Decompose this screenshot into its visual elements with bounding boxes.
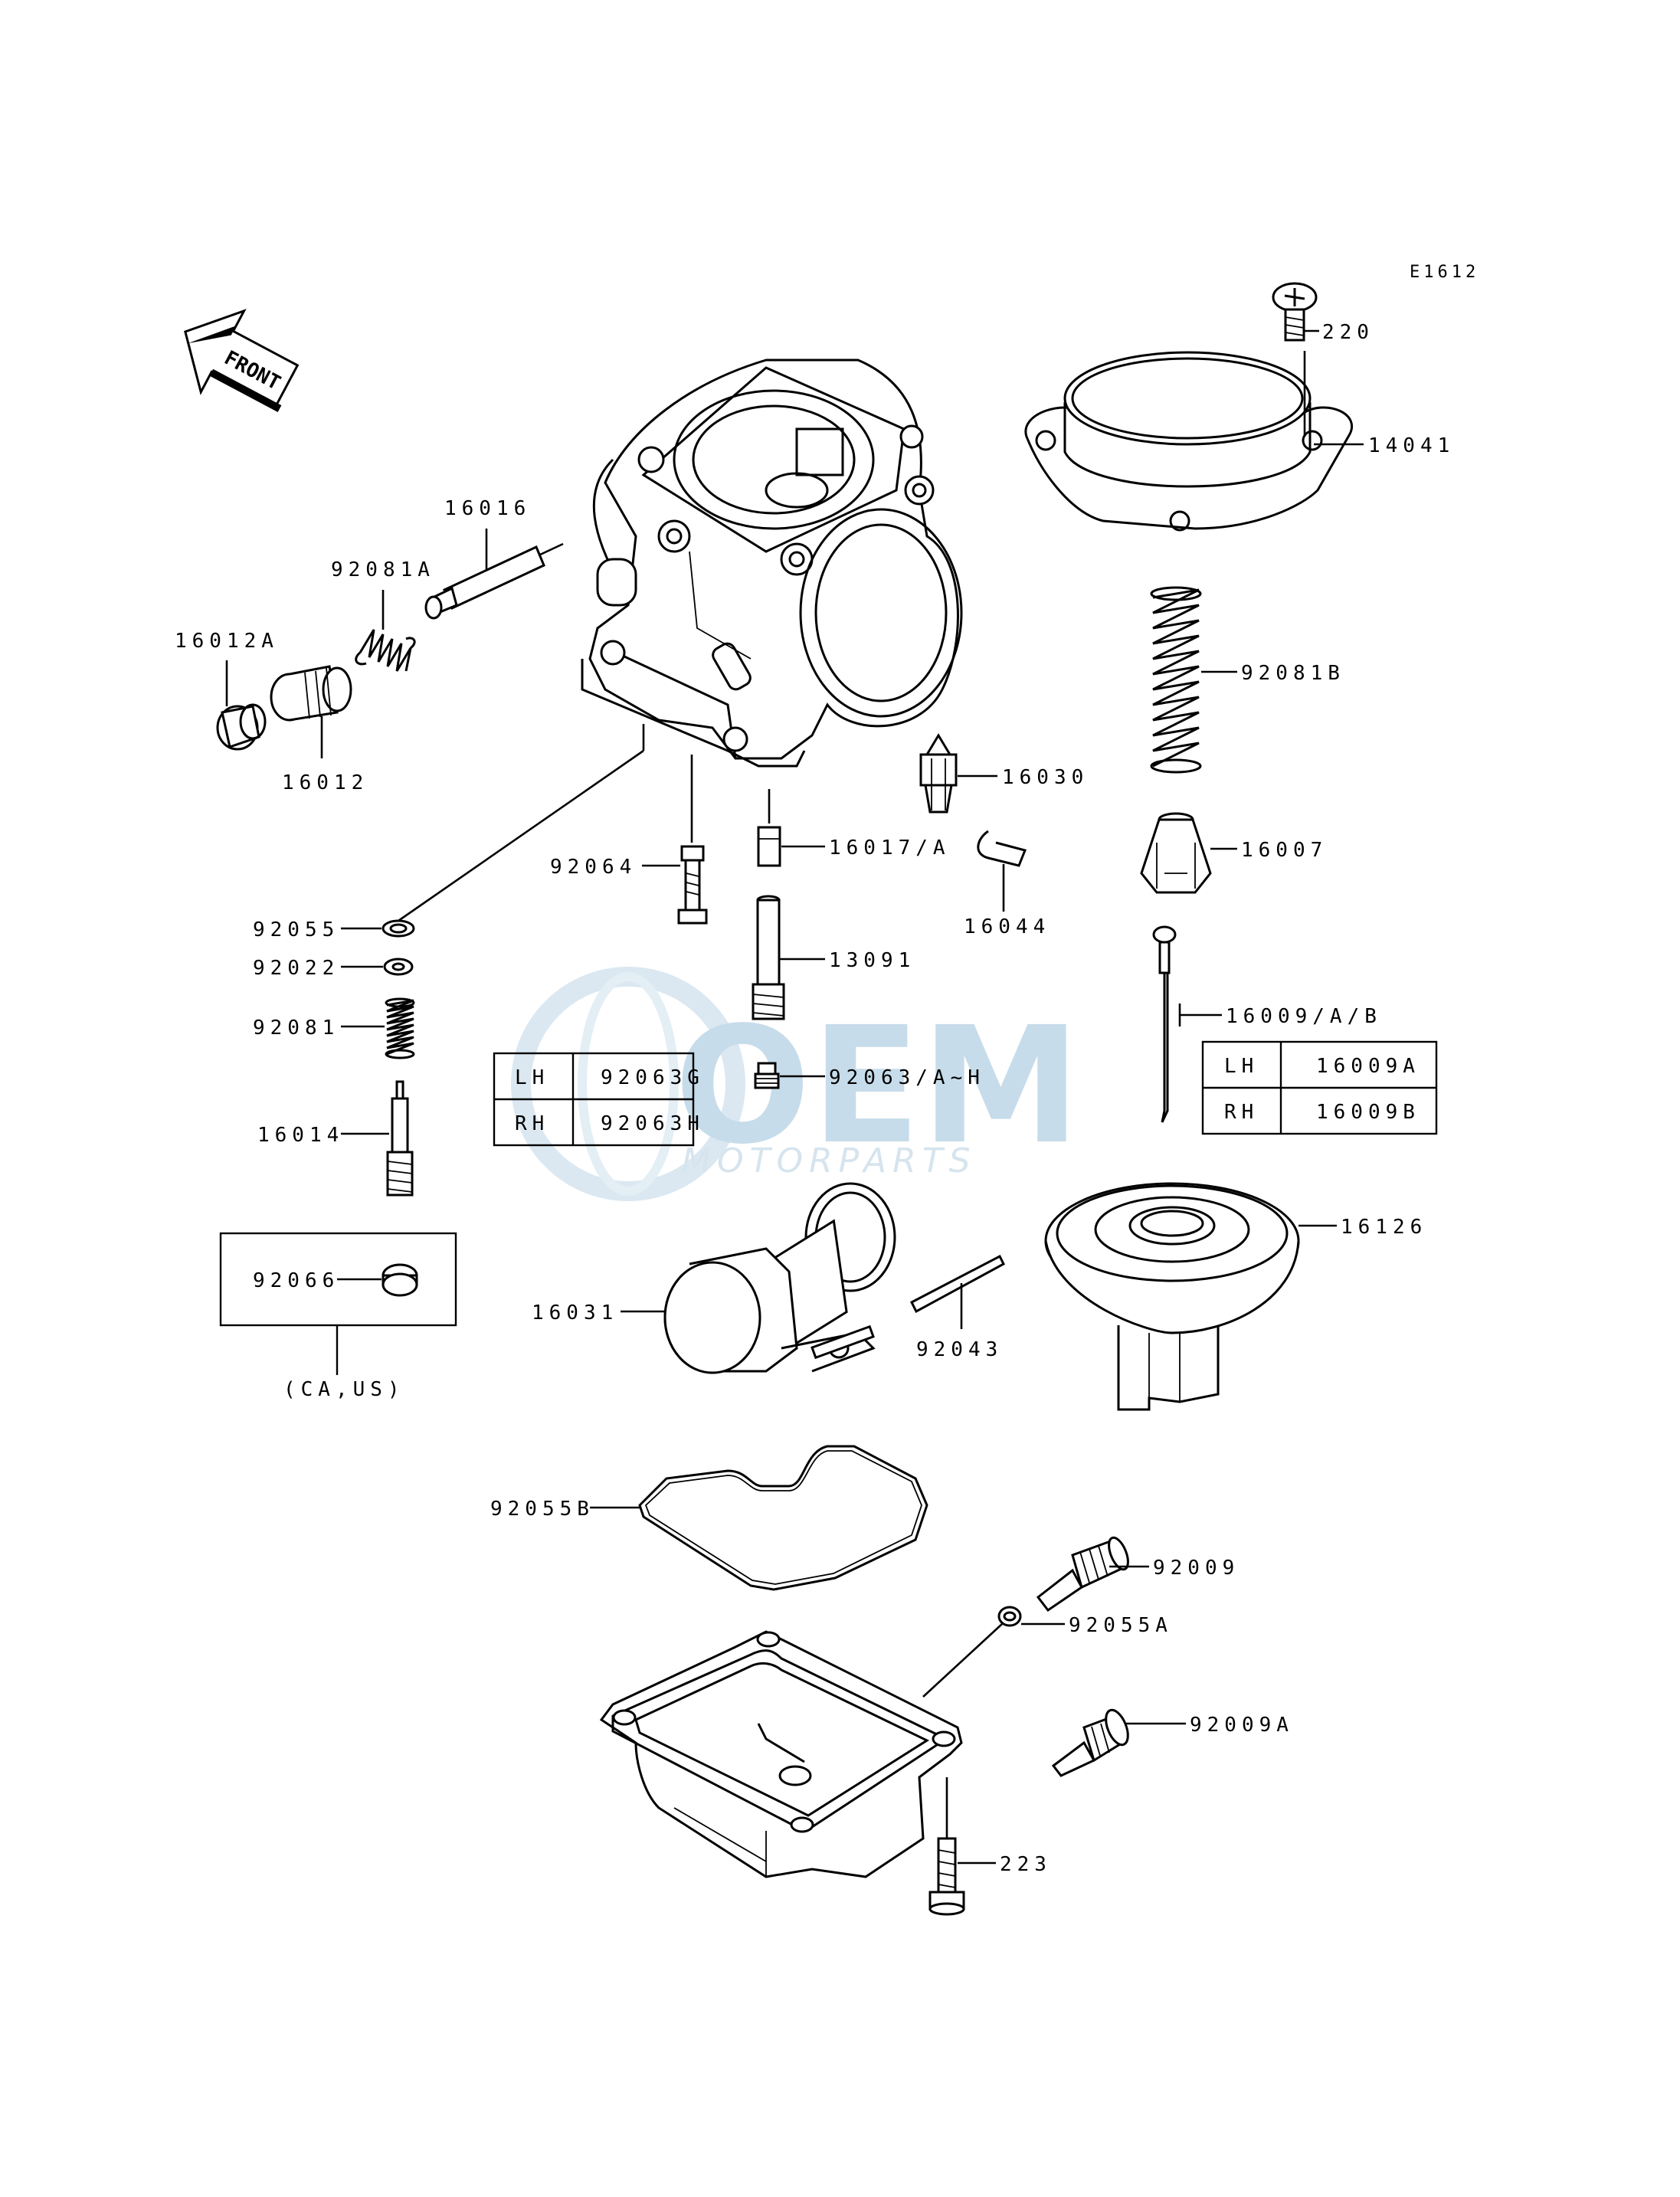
jet-table-side-rh: RH <box>515 1112 549 1135</box>
part-92009-screw <box>1036 1536 1129 1613</box>
part-16007-holder <box>1140 812 1212 894</box>
part-16012-plug <box>270 665 352 722</box>
callout-16126: 16126 <box>1341 1216 1427 1239</box>
float-bowl <box>599 1630 963 1878</box>
part-220-screw <box>1272 282 1318 342</box>
needle-table-part-rh: 16009B <box>1316 1101 1420 1124</box>
watermark-brand: OEM <box>674 992 1081 1180</box>
callout-16016: 16016 <box>444 497 531 520</box>
part-92063-main-jet <box>754 1062 780 1089</box>
callout-16012: 16012 <box>282 771 368 794</box>
jet-table-side-lh: LH <box>515 1066 549 1089</box>
callout-92022: 92022 <box>253 957 339 980</box>
watermark-sub: MOTORPARTS <box>682 1141 977 1180</box>
callout-92055: 92055 <box>253 918 339 941</box>
part-92081-spring <box>385 997 415 1059</box>
part-13091-needle-jet <box>752 895 785 1020</box>
front-arrow-icon: FRONT <box>184 309 300 413</box>
needle-table-side-lh: LH <box>1224 1055 1259 1078</box>
part-16012a-cap <box>216 703 267 751</box>
callout-92043: 92043 <box>916 1338 1003 1361</box>
callout-16031: 16031 <box>532 1302 618 1324</box>
watermark: OEM MOTORPARTS <box>511 967 1081 1201</box>
part-92043-pin <box>909 1254 1005 1314</box>
needle-table <box>1201 1040 1438 1135</box>
callout-16007: 16007 <box>1241 839 1328 862</box>
part-92009a-screw <box>1051 1708 1129 1777</box>
part-16030-float-valve <box>919 733 958 814</box>
part-16014-pilot-screw <box>386 1080 414 1197</box>
part-92081a-spring <box>355 629 416 672</box>
carburetor-body <box>581 359 963 768</box>
callout-92009: 92009 <box>1153 1557 1240 1580</box>
callout-92055b: 92055B <box>490 1498 594 1521</box>
part-223-screw <box>928 1837 965 1916</box>
part-16017a-jet-holder <box>757 826 781 867</box>
callout-16009ab: 16009/A/B <box>1226 1005 1382 1028</box>
callout-16017a: 16017/A <box>829 837 951 859</box>
callout-14041: 14041 <box>1368 434 1455 457</box>
callout-92081a: 92081A <box>331 558 435 581</box>
callout-13091: 13091 <box>829 949 915 972</box>
callout-220: 220 <box>1322 321 1374 344</box>
part-16126-diaphragm <box>1044 1182 1300 1411</box>
part-92081b-spring <box>1150 586 1202 774</box>
part-92022-washer <box>383 958 414 976</box>
callout-92064: 92064 <box>550 856 637 879</box>
jet-table-part-lh: 92063G <box>601 1066 705 1089</box>
callout-ca-us: (CA,US) <box>283 1378 405 1401</box>
part-16044-clip <box>977 830 1027 867</box>
part-16009-jet-needle <box>1152 925 1177 1123</box>
callout-16012a: 16012A <box>175 630 279 653</box>
plug-92066-box <box>219 1232 457 1375</box>
part-16016-plunger <box>424 542 564 620</box>
part-92064-screw <box>677 845 708 925</box>
part-92055-o-ring <box>382 919 415 938</box>
callout-92081: 92081 <box>253 1017 339 1040</box>
callout-92081b: 92081B <box>1241 662 1345 685</box>
callout-16014: 16014 <box>257 1124 344 1147</box>
needle-table-side-rh: RH <box>1224 1101 1259 1124</box>
callout-92063ah: 92063/A~H <box>829 1066 985 1089</box>
diagram-code: E1612 <box>1410 263 1479 282</box>
callout-92009a: 92009A <box>1190 1714 1294 1737</box>
jet-table-part-rh: 92063H <box>601 1112 705 1135</box>
callout-92066: 92066 <box>253 1269 339 1292</box>
callout-223: 223 <box>1000 1853 1052 1876</box>
part-92055b-gasket <box>638 1445 928 1591</box>
part-16031-float <box>663 1182 896 1374</box>
callout-92055a: 92055A <box>1069 1614 1173 1637</box>
jet-table <box>493 1052 695 1147</box>
part-14041-top-cover <box>1024 351 1354 532</box>
callout-16030: 16030 <box>1002 766 1089 789</box>
needle-table-part-lh: 16009A <box>1316 1055 1420 1078</box>
part-92055a-o-ring <box>997 1606 1022 1627</box>
callout-16044: 16044 <box>964 915 1050 938</box>
